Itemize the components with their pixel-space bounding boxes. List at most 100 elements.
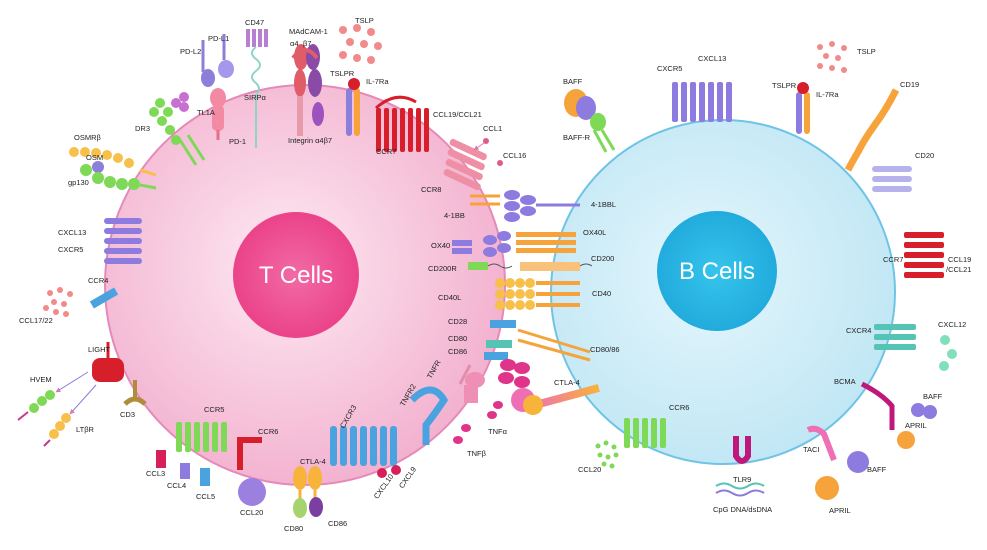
label-pd1: PD-1: [229, 137, 246, 146]
label-ctla4: CTLA-4: [554, 378, 580, 387]
label-4-1bb: 4-1BB: [444, 211, 465, 220]
t-ccr7-receptor: [374, 95, 429, 152]
label-cxcl12: CXCL12: [938, 320, 966, 329]
label-ltbr: LTβR: [76, 425, 95, 434]
tslp-molecules: [339, 24, 382, 64]
label-light: LIGHT: [88, 345, 111, 354]
t-ccr6-receptor: [237, 437, 266, 506]
tnf-ligands: [453, 359, 530, 444]
ccl17-22-molecules: [43, 287, 73, 317]
label-t-cxcl13: CXCL13: [58, 228, 86, 237]
b-cxcr5-receptor: [672, 82, 732, 122]
ctla4-bridge: [511, 384, 600, 415]
cd3-receptor: [123, 380, 147, 406]
label-integrin: Integrin α4β7: [288, 136, 332, 145]
label-b-ccl21: /CCL21: [946, 265, 971, 274]
label-cd47: CD47: [245, 18, 264, 27]
ccr5-receptor: [176, 422, 227, 452]
label-hvem: HVEM: [30, 375, 52, 384]
label-ccl16: CCL16: [503, 151, 526, 160]
label-t-cxcr5: CXCR5: [58, 245, 83, 254]
label-a4: α4: [290, 39, 299, 48]
label-ox40: OX40: [431, 241, 450, 250]
label-t-ctla4: CTLA-4: [300, 457, 326, 466]
label-tslpr: TSLPR: [330, 69, 355, 78]
label-cd86: CD86: [448, 347, 467, 356]
tnfr2-receptor: [409, 386, 449, 445]
label-cd86-bottom: CD86: [328, 519, 347, 528]
t-cell: [104, 84, 506, 486]
label-ccr4: CCR4: [88, 276, 108, 285]
label-il7ra: IL-7Ra: [366, 77, 389, 86]
label-taci: TACI: [803, 445, 820, 454]
ltbr-receptor: [43, 413, 71, 447]
cd28-receptor: [490, 320, 516, 328]
label-tnfa: TNFα: [488, 427, 508, 436]
cd80-cd86-t: [484, 340, 512, 360]
t-cxcr5-receptor: [104, 218, 142, 264]
b-tlr9-receptor: [733, 436, 751, 464]
t-cell-nucleus: [233, 212, 359, 338]
b-ccr6-receptor: [624, 418, 666, 448]
cxcr3-receptor: [330, 426, 397, 466]
pd-l2-ligand: [201, 40, 215, 87]
label-cd80: CD80: [448, 334, 467, 343]
cxcl9-cxcl10: [377, 465, 401, 478]
cd40-receptor: [536, 281, 580, 307]
label-t-ccl20: CCL20: [240, 508, 263, 517]
label-cpg-dna: CpG DNA/dsDNA: [713, 505, 772, 514]
label-b-cxcr5: CXCR5: [657, 64, 682, 73]
ox40-receptor: [452, 231, 511, 257]
label-b7: β7: [303, 39, 312, 48]
label-bcma: BCMA: [834, 377, 856, 386]
tnfr-receptor: [458, 364, 485, 403]
ccl3-ccl4-ccl5: [156, 450, 210, 486]
label-osmrb: OSMRβ: [74, 133, 102, 142]
label-ccl19-ccl21: CCL19/CCL21: [433, 110, 482, 119]
cd47-receptor: [246, 29, 268, 148]
b-cd20-receptor: [872, 166, 912, 192]
b-cell-nucleus: [657, 211, 777, 331]
label-tlr9: TLR9: [733, 475, 751, 484]
4-1bb-receptor: [470, 194, 500, 206]
b-cell-label: B Cells: [679, 258, 755, 285]
t-ctla4-cd80-cd86: [293, 466, 323, 518]
label-b-april-2: APRIL: [829, 506, 851, 515]
ox40l-ligand: [516, 232, 576, 253]
label-b-ccl19: CCL19: [948, 255, 971, 264]
cd200r-receptor: [468, 262, 513, 270]
cd80-86-ligand: [517, 328, 591, 362]
t-cell-label: T Cells: [259, 262, 333, 289]
label-ccr8: CCR8: [421, 185, 441, 194]
label-cd80-86: CD80/86: [590, 345, 620, 354]
label-b-il7ra: IL-7Ra: [816, 90, 839, 99]
label-pd-l2: PD-L2: [180, 47, 201, 56]
tslpr-il7ra-receptor: [346, 78, 360, 136]
cd40l-ligand: [495, 278, 535, 310]
label-ox40l: OX40L: [583, 228, 606, 237]
label-b-ccl20: CCL20: [578, 465, 601, 474]
label-pd-l1: PD-L1: [208, 34, 229, 43]
label-osm: OSM: [86, 153, 103, 162]
label-b-tslp: TSLP: [857, 47, 876, 56]
b-cell: [550, 119, 896, 465]
b-cell-labels: BAFF BAFF-R CXCR5 CXCL13 TSLPR IL-7Ra TS…: [563, 47, 971, 515]
label-cd3: CD3: [120, 410, 135, 419]
b-cxcl12-molecules: [939, 335, 957, 371]
4-1bbl-ligand: [504, 190, 580, 222]
dr3-receptor: [149, 98, 206, 166]
label-ccl1: CCL1: [483, 124, 502, 133]
label-b-ccr7: CCR7: [883, 255, 903, 264]
b-tslp-molecules: [817, 41, 847, 73]
label-cd28: CD28: [448, 317, 467, 326]
label-sirpa: SIRPα: [244, 93, 267, 102]
label-b-baff-2: BAFF: [923, 392, 943, 401]
label-gp130: gp130: [68, 178, 89, 187]
label-cxcr4: CXCR4: [846, 326, 871, 335]
t-cell-labels: PD-L2 PD-L1 CD47 MAdCAM-1 α4 β7 TSLP TSL…: [19, 16, 620, 533]
cpg-dna: [715, 482, 765, 497]
label-tslp: TSLP: [355, 16, 374, 25]
b-cxcr4-receptor: [874, 324, 916, 350]
b-ccr7-receptor: [904, 232, 944, 278]
